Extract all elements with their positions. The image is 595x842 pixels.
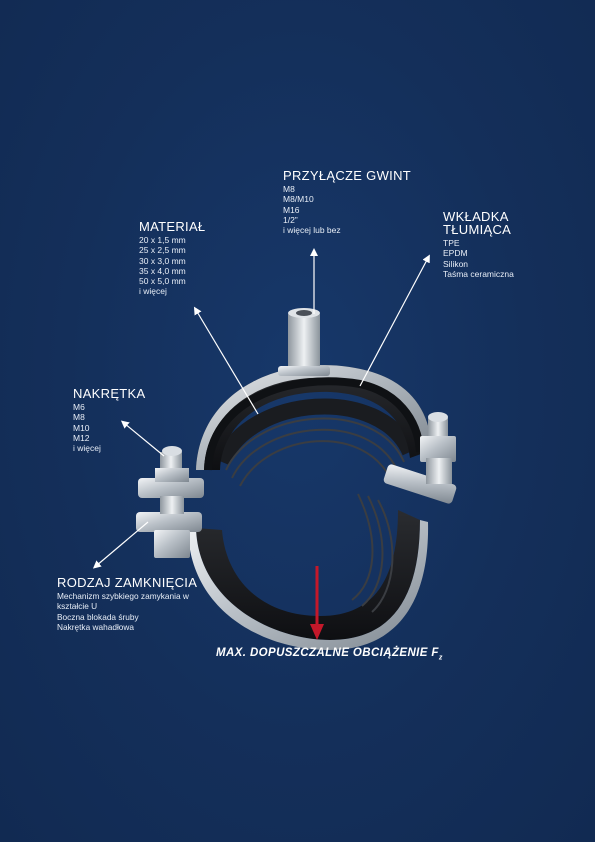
- thread-title: PRZYŁĄCZE GWINT: [283, 168, 412, 183]
- max-load-text: MAX. DOPUSZCZALNE OBCIĄŻENIE F: [216, 647, 439, 659]
- thread-label: PRZYŁĄCZE GWINT M8 M8/M10 M16 1/2” i wię…: [283, 169, 411, 235]
- pointer-closure: [92, 521, 149, 569]
- insert-title-line2: TŁUMIĄCA: [443, 222, 512, 237]
- material-label: MATERIAŁ 20 x 1,5 mm 25 x 2,5 mm 30 x 3,…: [139, 220, 205, 297]
- nut-item: M12: [73, 432, 90, 443]
- material-item: 30 x 3,0 mm: [139, 255, 186, 266]
- nut-title: NAKRĘTKA: [73, 386, 146, 401]
- right-screw-assembly: [383, 412, 457, 504]
- insert-item: Silikon: [443, 258, 469, 269]
- thread-item: M8: [283, 184, 295, 194]
- left-screw-assembly: [136, 446, 204, 558]
- upper-rubber-ribs: [214, 398, 418, 487]
- closure-item: Mechanizm szybkiego zamykania w: [57, 591, 189, 601]
- pointer-insert: [359, 254, 430, 387]
- nut-label: NAKRĘTKA M6 M8 M10 M12 i więcej: [73, 387, 145, 453]
- thread-item: 1/2”: [283, 214, 298, 225]
- closure-label: RODZAJ ZAMKNIĘCIA Mechanizm szybkiego za…: [57, 576, 197, 632]
- thread-connector: [278, 308, 330, 376]
- closure-item: Boczna blokada śruby: [57, 611, 139, 622]
- material-item: 50 x 5,0 mm: [139, 276, 186, 287]
- insert-item: EPDM: [443, 248, 468, 259]
- insert-label: WKŁADKA TŁUMIĄCA TPE EPDM Silikon Taśma …: [443, 210, 514, 279]
- pointer-arrows: [92, 248, 430, 569]
- nut-item: M10: [73, 422, 90, 433]
- insert-item: TPE: [443, 238, 460, 248]
- material-item: 35 x 4,0 mm: [139, 265, 186, 276]
- thread-item: M8/M10: [283, 194, 314, 205]
- thread-item: i więcej lub bez: [283, 225, 341, 236]
- nut-item: M8: [73, 412, 85, 423]
- load-arrow: [310, 566, 324, 640]
- closure-item: Nakrętka wahadłowa: [57, 621, 135, 632]
- nut-item: i więcej: [73, 443, 101, 454]
- thread-item: M16: [283, 204, 300, 215]
- material-item: 20 x 1,5 mm: [139, 235, 186, 245]
- material-item: i więcej: [139, 286, 167, 297]
- max-load-caption: MAX. DOPUSZCZALNE OBCIĄŻENIE Fz: [216, 647, 443, 661]
- pointer-material: [193, 306, 259, 415]
- closure-title: RODZAJ ZAMKNIĘCIA: [57, 575, 198, 590]
- lower-clamp-band: [188, 493, 429, 650]
- pointer-nut: [120, 420, 165, 457]
- nut-item: M6: [73, 402, 85, 412]
- insert-title-line1: WKŁADKA: [443, 209, 509, 224]
- material-title: MATERIAŁ: [139, 219, 206, 234]
- upper-clamp-band: [196, 365, 432, 471]
- insert-item: Taśma ceramiczna: [443, 268, 514, 279]
- max-load-subscript: z: [438, 654, 443, 662]
- closure-item: kształcie U: [57, 601, 98, 612]
- material-item: 25 x 2,5 mm: [139, 245, 186, 256]
